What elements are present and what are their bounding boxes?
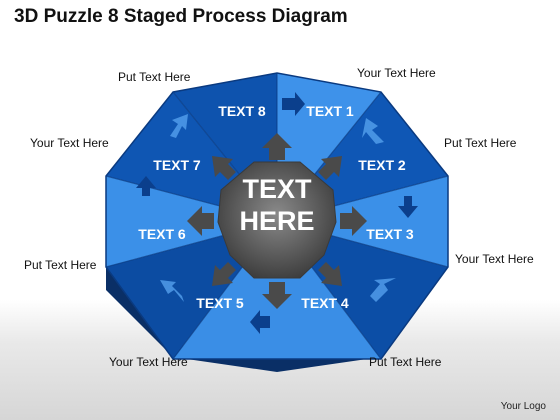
caption-bottom-left: Your Text Here	[109, 355, 188, 369]
segment-label-1: TEXT 1	[306, 103, 354, 119]
center-radial-arrows	[187, 133, 367, 309]
segment-label-8: TEXT 8	[218, 103, 266, 119]
radial-arrow-upright-icon	[318, 156, 342, 180]
radial-arrow-downleft-icon	[212, 262, 236, 286]
puzzle-connector-arrows	[136, 92, 418, 334]
radial-arrow-up-icon	[262, 133, 292, 160]
page-title: 3D Puzzle 8 Staged Process Diagram	[14, 6, 348, 27]
segment-label-3: TEXT 3	[366, 226, 414, 242]
arrow-6-to-7-icon	[136, 176, 156, 196]
caption-upper-right: Put Text Here	[444, 136, 517, 150]
segment-label-4: TEXT 4	[301, 295, 349, 311]
center-label-line2: HERE	[239, 206, 314, 236]
center-label-line1: TEXT	[242, 174, 312, 204]
arrow-5-to-6-icon	[160, 280, 184, 302]
radial-arrow-left-icon	[187, 206, 214, 236]
octagon-outline	[105, 72, 449, 360]
caption-top-right: Your Text Here	[357, 66, 436, 80]
arrow-1-to-2-icon	[362, 118, 384, 144]
caption-top-left: Put Text Here	[118, 70, 191, 84]
radial-arrow-right-icon	[340, 206, 367, 236]
light-connector-arrows	[160, 114, 396, 302]
segment-label-5: TEXT 5	[196, 295, 244, 311]
arrow-4-to-5-icon	[250, 310, 270, 334]
segment-label-7: TEXT 7	[153, 157, 201, 173]
caption-lower-right: Your Text Here	[455, 252, 534, 266]
caption-lower-left: Put Text Here	[24, 258, 97, 272]
caption-bottom-right: Put Text Here	[369, 355, 442, 369]
arrow-2-to-3-icon	[398, 196, 418, 218]
radial-arrow-down-icon	[262, 282, 292, 309]
arrow-7-to-8-icon	[170, 114, 188, 138]
arrow-8-to-1-icon	[282, 92, 305, 116]
radial-arrow-upleft-icon	[212, 156, 236, 180]
radial-arrow-downright-icon	[318, 262, 342, 286]
center-hub	[217, 161, 337, 279]
logo-text: Your Logo	[500, 401, 546, 412]
segment-label-6: TEXT 6	[138, 226, 186, 242]
caption-upper-left: Your Text Here	[30, 136, 109, 150]
arrow-3-to-4-icon	[370, 278, 396, 302]
segment-label-2: TEXT 2	[358, 157, 406, 173]
